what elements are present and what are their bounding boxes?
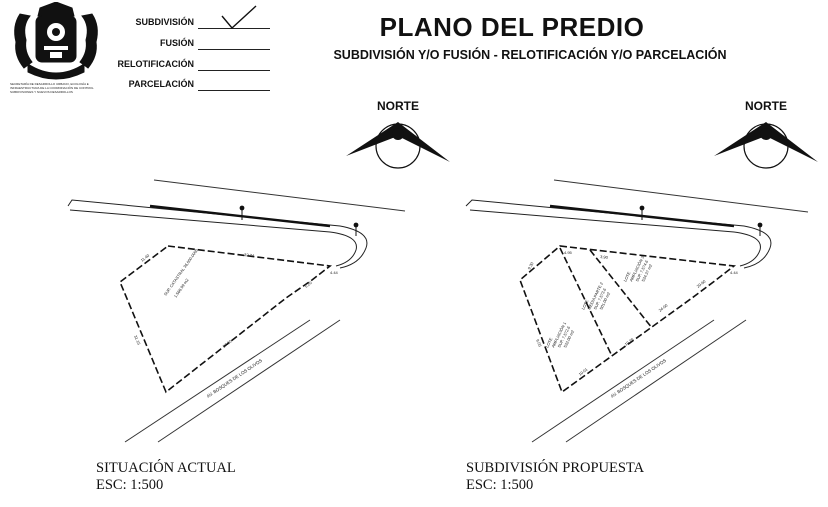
plan-caption-scale: ESC: 1:500	[96, 477, 164, 493]
option-label-subdivision: SUBDIVISIÓN	[135, 17, 194, 27]
edge-dimension-label: 3.90	[600, 254, 609, 260]
seal-caption-line: SUBDIVISIONES Y NUEVOS DESARROLLOS	[10, 90, 73, 94]
page-subtitle: SUBDIVISIÓN Y/O FUSIÓN - RELOTIFICACIÓN …	[333, 48, 727, 62]
option-label-fusion: FUSIÓN	[159, 38, 194, 48]
edge-dimension-label: 4.44	[730, 270, 739, 275]
north-label-right: NORTE	[745, 99, 787, 113]
municipal-seal-emblem	[14, 2, 98, 80]
page-title: PLANO DEL PREDIO	[379, 12, 645, 42]
edge-dimension-label: 10.01	[578, 366, 590, 377]
seal-caption-line: INFRAESTRUCTURA DE LA COORDINACIÓN DE CO…	[10, 86, 94, 90]
option-label-relotificacion: RELOTIFICACIÓN	[117, 59, 195, 69]
plan-proposed-subdivision: LOTE AMPLIACIÓN 1 SUP. 7,572.6 532.00 m2…	[465, 179, 809, 443]
edge-dimension-label: 4.95	[564, 250, 573, 255]
plan-caption-title: SITUACIÓN ACTUAL	[96, 460, 236, 476]
curb-line	[67, 199, 368, 269]
edge-dimension-label: 31.15	[133, 334, 142, 346]
sidewalk-line	[149, 204, 331, 228]
street-name-label: AV. BOSQUES DE LOS OLIVOS	[206, 358, 263, 399]
edge-dimension-label: 24.00	[658, 302, 670, 313]
lot-boundary	[519, 245, 737, 394]
option-line-parcelacion[interactable]	[198, 90, 270, 91]
checkmark-icon	[221, 5, 257, 30]
north-arrow-icon	[346, 122, 450, 169]
option-label-parcelacion: PARCELACIÓN	[128, 79, 194, 89]
road-edge-line	[531, 319, 715, 443]
plan-caption-scale: ESC: 1:500	[466, 477, 534, 493]
post-head	[757, 222, 763, 228]
post-head	[353, 222, 359, 228]
edge-dimension-label: 9.05	[535, 338, 543, 348]
lot-label: LOTE	[580, 299, 589, 311]
post-head	[239, 205, 245, 211]
post-head	[639, 205, 645, 211]
curb-line	[465, 199, 772, 269]
edge-dimension-label: 5.20	[304, 280, 314, 289]
road-edge-line	[124, 319, 311, 443]
edge-dimension-label: 37.00	[222, 338, 234, 349]
lot-division-line	[589, 249, 653, 329]
edge-dimension-label: 29.60	[696, 278, 708, 289]
road-edge-line	[565, 319, 747, 443]
lot-boundary	[119, 245, 333, 394]
edge-dimension-label: 32.74	[244, 252, 255, 258]
north-label-left: NORTE	[377, 99, 419, 113]
edge-dimension-label: 4.44	[330, 270, 339, 275]
curb-line	[69, 209, 357, 267]
edge-dimension-label: 19.28	[624, 336, 636, 347]
curb-line	[469, 209, 761, 267]
edge-dimension-label: 9.30	[526, 261, 534, 271]
road-edge-line	[157, 319, 341, 443]
lot-label: LOTE	[544, 337, 553, 349]
lot-label: LOTE	[622, 271, 631, 283]
option-line-subdivision[interactable]	[198, 28, 270, 29]
plan-caption-title: SUBDIVISIÓN PROPUESTA	[466, 460, 645, 476]
road-edge-line	[153, 179, 406, 212]
plan-current-situation: SUP. CATASTRAL 36,000.0000 1,566.99 m2 1…	[67, 179, 406, 443]
option-line-relotificacion[interactable]	[198, 70, 270, 71]
north-arrow-icon	[714, 122, 818, 169]
seal-caption-line: SECRETARÍA DE DESARROLLO URBANO, ECOLOGÍ…	[10, 82, 89, 86]
road-edge-line	[553, 179, 809, 213]
option-line-fusion[interactable]	[198, 49, 270, 50]
edge-dimension-label: 11.40	[140, 252, 151, 262]
